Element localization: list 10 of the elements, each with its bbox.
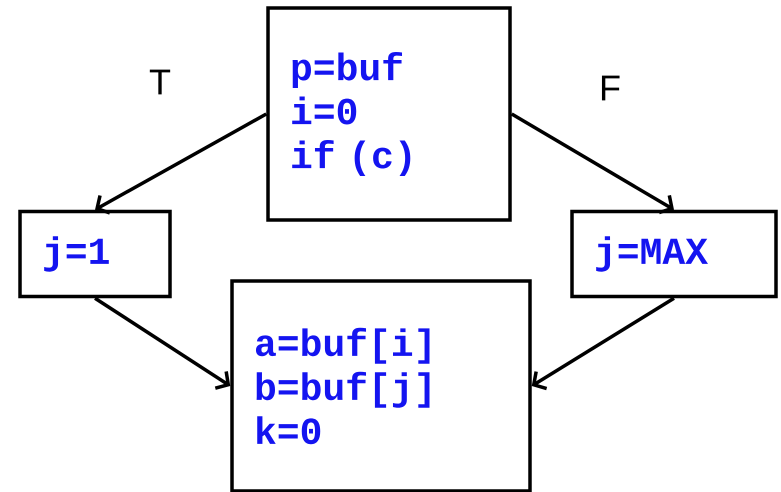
- code-box: j=1: [18, 210, 172, 298]
- code-box: p=buf i=0 if (c): [266, 6, 512, 222]
- arrow: [510, 112, 674, 214]
- arrow: [95, 112, 268, 215]
- arrow: [94, 296, 230, 390]
- edge-label: F: [597, 74, 623, 102]
- arrow: [532, 296, 675, 390]
- code-box: a=buf[i] b=buf[j] k=0: [230, 279, 532, 492]
- edge-label: T: [147, 68, 173, 96]
- code-box: j=MAX: [570, 210, 778, 298]
